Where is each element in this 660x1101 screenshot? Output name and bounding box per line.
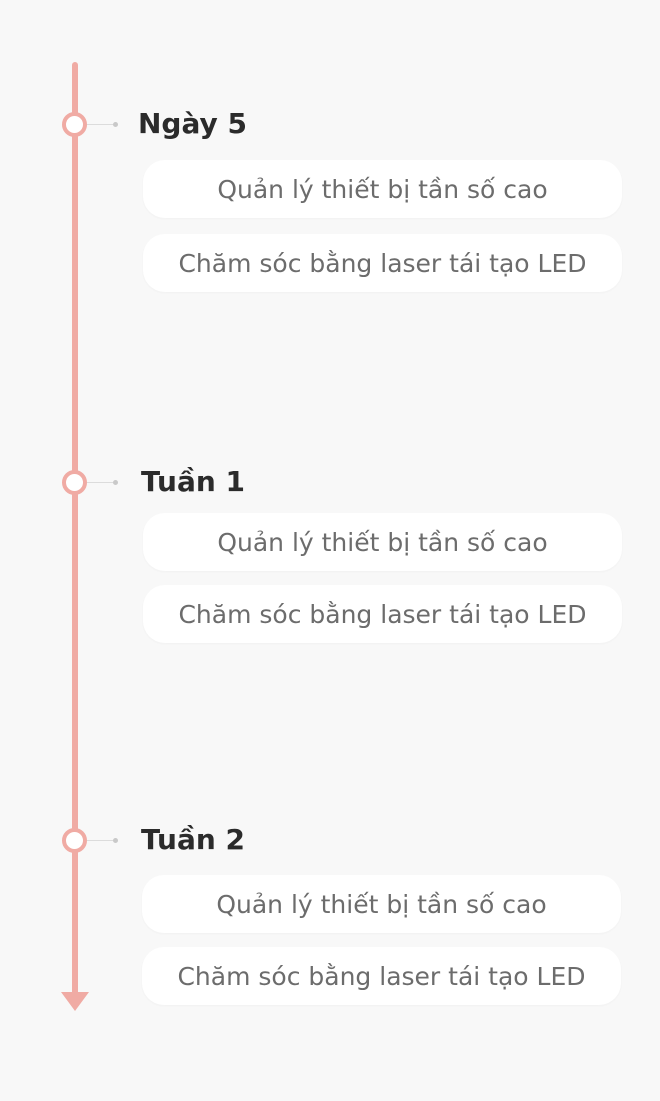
service-card[interactable]: Chăm sóc bằng laser tái tạo LED [142, 947, 621, 1005]
service-card[interactable]: Quản lý thiết bị tần số cao [142, 875, 621, 933]
node-connector [87, 482, 115, 483]
stage-title: Ngày 5 [138, 107, 247, 140]
timeline-arrow-down-icon [61, 992, 89, 1011]
connector-dot [113, 838, 118, 843]
timeline-node-icon [62, 828, 87, 853]
stage-title: Tuần 2 [141, 823, 246, 856]
service-card[interactable]: Chăm sóc bằng laser tái tạo LED [143, 234, 622, 292]
timeline-stage-week-1: Tuần 1 Quản lý thiết bị tần số cao Chăm … [0, 465, 660, 670]
service-card[interactable]: Chăm sóc bằng laser tái tạo LED [143, 585, 622, 643]
service-card[interactable]: Quản lý thiết bị tần số cao [143, 513, 622, 571]
service-card[interactable]: Quản lý thiết bị tần số cao [143, 160, 622, 218]
timeline-node-icon [62, 112, 87, 137]
timeline-line [72, 62, 78, 997]
connector-dot [113, 480, 118, 485]
timeline-stage-week-2: Tuần 2 Quản lý thiết bị tần số cao Chăm … [0, 823, 660, 1028]
connector-dot [113, 122, 118, 127]
node-connector [87, 840, 115, 841]
timeline-stage-day-5: Ngày 5 Quản lý thiết bị tần số cao Chăm … [0, 107, 660, 312]
timeline-node-icon [62, 470, 87, 495]
node-connector [87, 124, 115, 125]
stage-title: Tuần 1 [141, 465, 246, 498]
